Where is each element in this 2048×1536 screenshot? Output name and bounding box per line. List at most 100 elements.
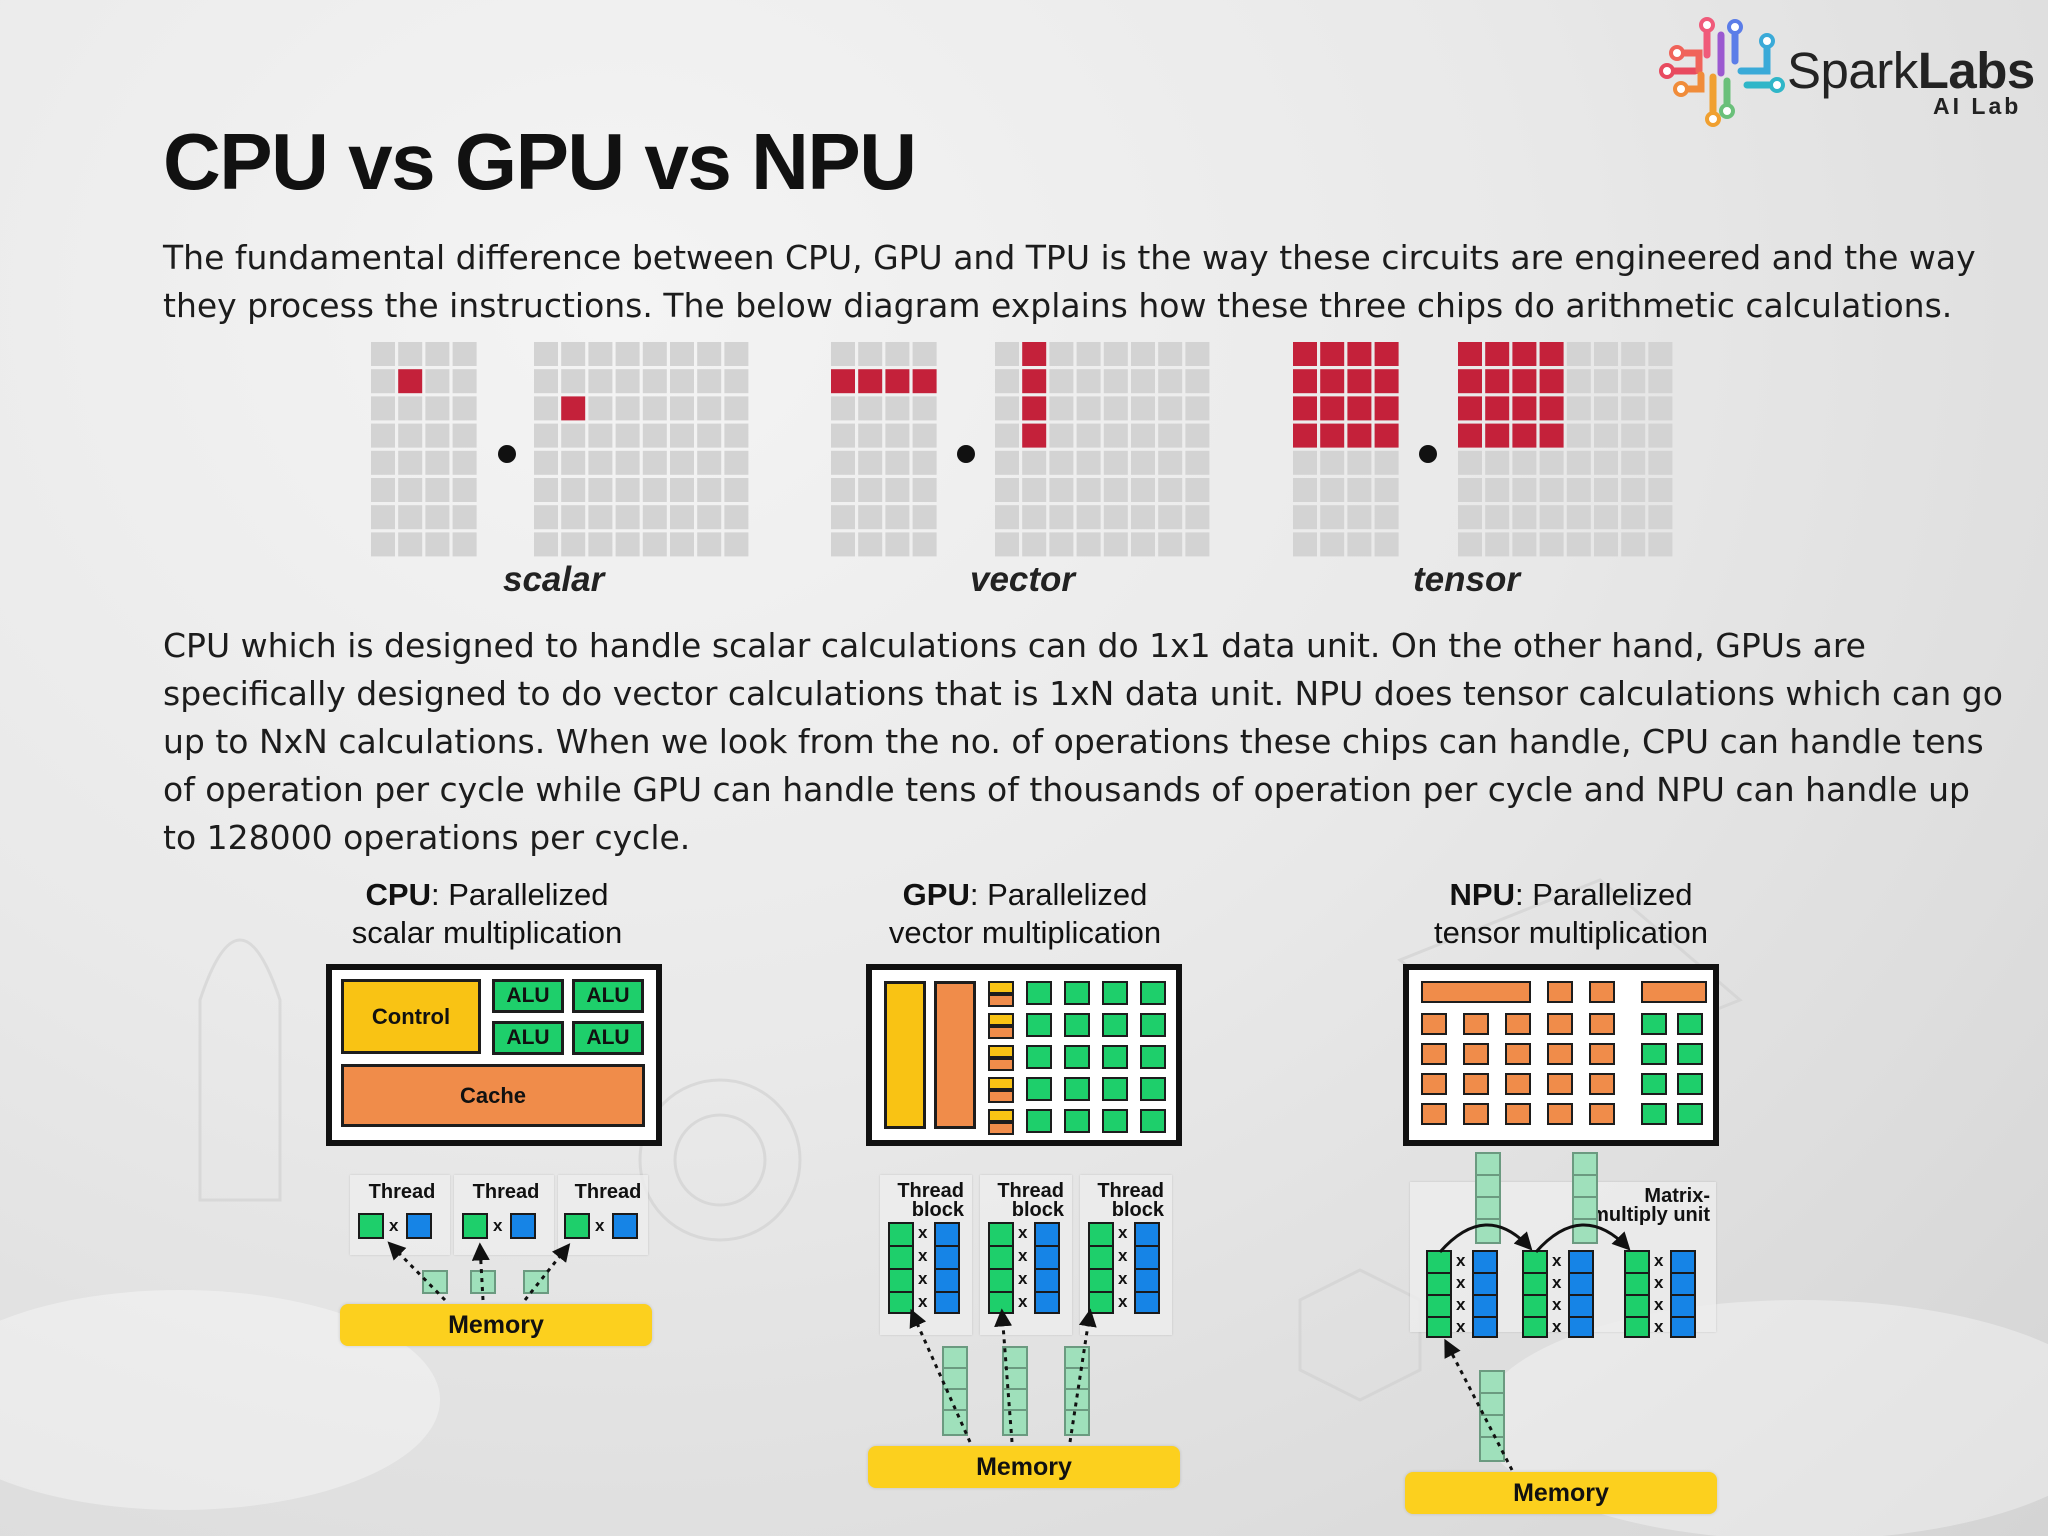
tensor-right-grid-cell xyxy=(1458,478,1482,502)
vector-right-grid-cell xyxy=(1049,369,1074,394)
scalar-right-grid-cell xyxy=(534,532,558,557)
npu-wide-cache xyxy=(1589,981,1615,1003)
tensor-left-grid-cell xyxy=(1293,369,1317,394)
vector-right-grid-cell xyxy=(1049,342,1074,366)
npu-core xyxy=(1641,1103,1667,1125)
npu-matrix-2-vector-cell xyxy=(1524,1252,1546,1274)
scalar-right-grid-cell xyxy=(724,450,749,475)
gpu-core xyxy=(1140,1013,1166,1037)
tensor-left-grid xyxy=(1293,342,1399,557)
tensor-left-grid-cell xyxy=(1347,532,1372,557)
scalar-left-grid-cell xyxy=(425,505,450,530)
vector-left-grid-cell xyxy=(885,396,910,421)
scalar-left-grid-cell xyxy=(398,396,423,421)
scalar-left-grid-cell xyxy=(371,505,395,530)
vector-right-grid-cell xyxy=(995,478,1019,502)
vector-right-grid-cell xyxy=(1158,423,1183,448)
scalar-right-grid-cell xyxy=(697,423,722,448)
tensor-right-grid-cell xyxy=(1539,450,1564,475)
tensor-left-grid-cell xyxy=(1374,532,1399,557)
vector-left-grid-cell xyxy=(912,369,937,394)
vector-dot xyxy=(957,445,975,463)
tensor-right-grid-cell xyxy=(1594,505,1618,530)
scalar-left-grid-cell xyxy=(398,342,423,366)
npu-matrix-3-vector-cell xyxy=(1626,1274,1648,1296)
npu-cache-unit xyxy=(1505,1073,1531,1095)
vector-left-grid-cell xyxy=(885,342,910,366)
gpu-thread-block-2-blue-vector xyxy=(1034,1222,1060,1314)
npu-cache-unit xyxy=(1505,1043,1531,1065)
tensor-left-grid-cell xyxy=(1374,396,1399,421)
gpu-thread-block-2-vector-cell xyxy=(1036,1293,1058,1316)
npu-cache-unit xyxy=(1463,1103,1489,1125)
npu-matrix-2-x-mark: x xyxy=(1552,1273,1562,1292)
gpu-core xyxy=(1140,981,1166,1005)
vector-right-grid-cell xyxy=(1185,478,1210,502)
npu-wide-cache xyxy=(1421,981,1531,1003)
scalar-right-grid-cell xyxy=(561,423,586,448)
gpu-thread-block-3-vector-cell xyxy=(1136,1293,1158,1316)
scalar-left-grid-cell xyxy=(398,450,423,475)
vector-left-grid-cell xyxy=(858,478,883,502)
tensor-right-grid-cell xyxy=(1566,396,1591,421)
npu-wide-cache xyxy=(1547,981,1573,1003)
gpu-core xyxy=(1102,1077,1128,1101)
gpu-core xyxy=(1140,1109,1166,1133)
tensor-left-grid-cell xyxy=(1293,423,1317,448)
npu-cache-unit xyxy=(1589,1013,1615,1035)
tensor-right-grid-cell xyxy=(1539,532,1564,557)
cpu-thread-3-operand-a xyxy=(564,1213,590,1239)
scalar-left-grid-cell xyxy=(425,423,450,448)
gpu-thread-block-3-vector-cell xyxy=(1136,1224,1158,1247)
gpu-block-label-2a: Thread xyxy=(997,1180,1064,1202)
vector-left-grid-cell xyxy=(858,396,883,421)
tensor-right-grid-cell xyxy=(1566,423,1591,448)
scalar-left-grid-cell xyxy=(371,423,395,448)
scalar-right-grid-cell xyxy=(588,450,613,475)
tensor-left-grid-cell xyxy=(1347,396,1372,421)
vector-right-grid-cell xyxy=(1103,342,1128,366)
cpu-alu-1: ALU xyxy=(492,979,564,1013)
scalar-right-grid-cell xyxy=(697,369,722,394)
vector-right-grid-cell xyxy=(1076,423,1101,448)
vector-left-grid-cell xyxy=(912,423,937,448)
npu-matrix-3-x-mark: x xyxy=(1654,1317,1664,1336)
scalar-right-grid-cell xyxy=(697,396,722,421)
gpu-thread-block-1-x-mark: x xyxy=(918,1292,928,1311)
vector-right-grid-cell xyxy=(1076,342,1101,366)
vector-right-grid-cell xyxy=(1103,450,1128,475)
vector-left-grid-cell xyxy=(858,423,883,448)
cpu-thread-label-1: Thread xyxy=(368,1181,436,1203)
vector-left-grid-cell xyxy=(858,532,883,557)
scalar-right-grid-cell xyxy=(697,478,722,502)
tensor-left-grid-cell xyxy=(1320,423,1345,448)
vector-right-grid-cell xyxy=(1185,423,1210,448)
vector-right-grid-cell xyxy=(1103,505,1128,530)
scalar-right-grid-cell xyxy=(642,396,667,421)
scalar-left-grid xyxy=(371,342,477,557)
cpu-cache-block: Cache xyxy=(341,1064,645,1127)
vector-right-grid-cell xyxy=(995,342,1019,366)
vector-right-grid-cell xyxy=(995,423,1019,448)
tensor-left-grid-cell xyxy=(1293,532,1317,557)
scalar-right-grid-cell xyxy=(670,342,694,366)
gpu-control-cache-unit xyxy=(988,1045,1014,1071)
vector-left-grid-cell xyxy=(912,532,937,557)
vector-left-grid-cell xyxy=(912,450,937,475)
gpu-thread-block-3-x-mark: x xyxy=(1118,1292,1128,1311)
gpu-thread-block-1-vector-cell xyxy=(890,1293,912,1316)
tensor-right-grid-cell xyxy=(1485,396,1510,421)
gpu-thread-block-1-vector-cell xyxy=(936,1293,958,1316)
tensor-right-grid-cell xyxy=(1458,342,1482,366)
scalar-left-grid-cell xyxy=(371,450,395,475)
cpu-alu-3: ALU xyxy=(492,1021,564,1055)
tensor-left-grid-cell xyxy=(1320,532,1345,557)
gpu-core xyxy=(1026,1013,1052,1037)
vector-right-grid-cell xyxy=(1158,532,1183,557)
scalar-right-grid-cell xyxy=(615,532,640,557)
cpu-thread-label-3: Thread xyxy=(574,1181,642,1203)
npu-title: NPU: Parallelized tensor multiplication xyxy=(1434,877,1708,950)
scalar-right-grid-cell xyxy=(615,369,640,394)
tensor-right-grid-cell xyxy=(1458,532,1482,557)
circuit-logo-icon xyxy=(1659,17,1785,127)
